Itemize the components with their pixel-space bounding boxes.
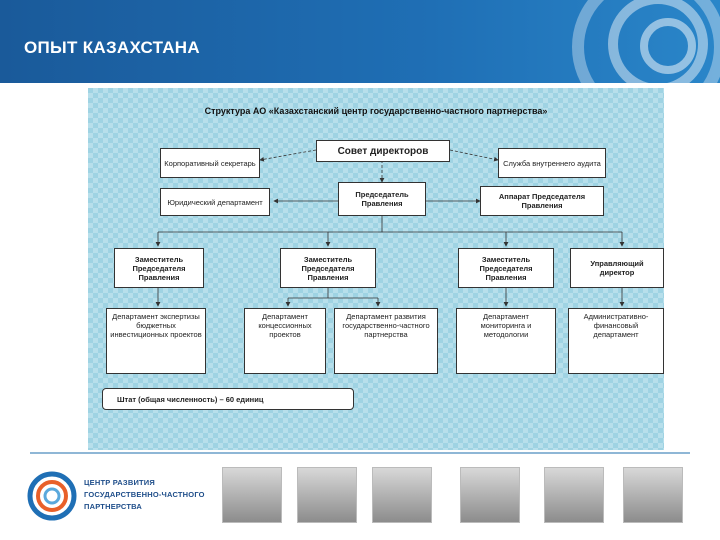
connector-line — [449, 149, 499, 162]
department-box: Департамент концессионных проектов — [244, 308, 326, 374]
page-title: ОПЫТ КАЗАХСТАНА — [24, 38, 200, 57]
header-bar: ОПЫТ КАЗАХСТАНА — [0, 0, 720, 124]
railway-photo — [222, 467, 282, 523]
department-box: Департамент мониторинга и методологии — [456, 308, 556, 374]
deputy-chairman-box: Заместитель Председателя Правления — [114, 248, 204, 288]
logo-line: ГОСУДАРСТВЕННО-ЧАСТНОГО — [84, 490, 205, 499]
connector-line — [259, 149, 317, 162]
department-box: Административно-финансовый департамент — [568, 308, 664, 374]
bridge-photo — [297, 467, 357, 523]
decorative-ring-icon — [640, 18, 696, 74]
corporate-secretary-box: Корпоративный секретарь — [160, 148, 260, 178]
footer-divider — [30, 452, 690, 454]
logo-line: ПАРТНЕРСТВА — [84, 502, 142, 511]
department-box: Департамент развития государственно-част… — [334, 308, 438, 374]
power-line-photo — [372, 467, 432, 523]
deputy-chairman-box: Заместитель Председателя Правления — [458, 248, 554, 288]
stadium-photo — [544, 467, 604, 523]
lamp-photo — [460, 467, 520, 523]
staff-count-box: Штат (общая численность) – 60 единиц — [102, 388, 354, 410]
legal-department-box: Юридический департамент — [160, 188, 270, 216]
logo-text: ЦЕНТР РАЗВИТИЯ ГОСУДАРСТВЕННО-ЧАСТНОГО П… — [84, 477, 205, 513]
logo-rings-icon — [27, 471, 77, 521]
department-box: Департамент экспертизы бюджетных инвести… — [106, 308, 206, 374]
footer-logo: ЦЕНТР РАЗВИТИЯ ГОСУДАРСТВЕННО-ЧАСТНОГО П… — [26, 470, 216, 522]
chairman-box: Председатель Правления — [338, 182, 426, 216]
chairman-office-box: Аппарат Председателя Правления — [480, 186, 604, 216]
org-chart-connectors — [155, 149, 625, 307]
logo-line: ЦЕНТР РАЗВИТИЯ — [84, 478, 155, 487]
board-of-directors-box: Совет директоров — [316, 140, 450, 162]
org-chart-panel: Структура АО «Казахстанский центр госуда… — [88, 88, 664, 450]
deputy-chairman-box: Заместитель Председателя Правления — [280, 248, 376, 288]
houses-photo — [623, 467, 683, 523]
managing-director-box: Управляющий директор — [570, 248, 664, 288]
internal-audit-box: Служба внутреннего аудита — [498, 148, 606, 178]
diagram-title: Структура АО «Казахстанский центр госуда… — [204, 106, 548, 116]
